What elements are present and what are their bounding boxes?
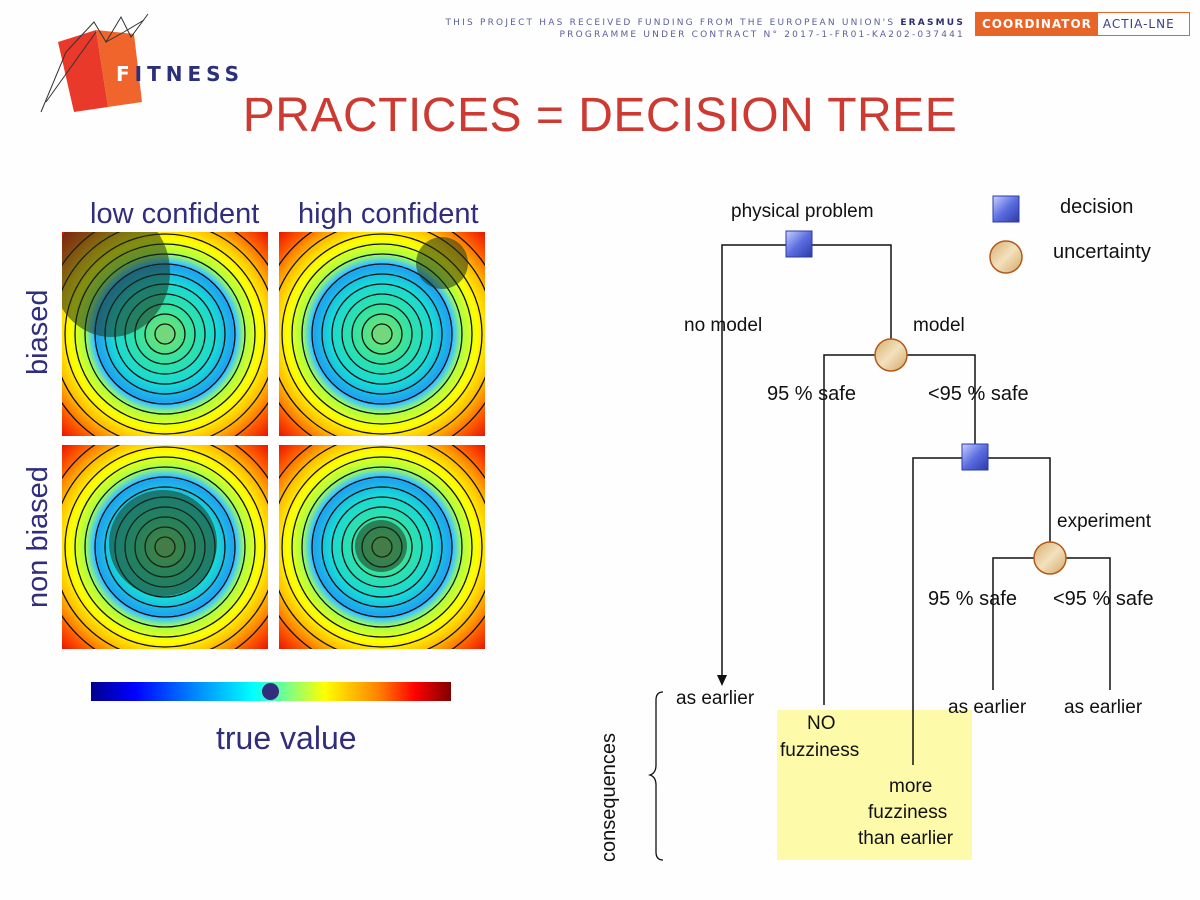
logo-text: FITNESS bbox=[116, 62, 244, 86]
highlight-box bbox=[777, 710, 972, 860]
legend-uncertainty-label: uncertainty bbox=[1053, 241, 1151, 263]
heatmap-nonbiased-low bbox=[62, 445, 268, 649]
uncertainty-blob bbox=[416, 237, 468, 289]
funding-notice: THIS PROJECT HAS RECEIVED FUNDING FROM T… bbox=[445, 17, 965, 41]
heatmap-biased-high bbox=[279, 232, 485, 436]
outcome-as-earlier-1: as earlier bbox=[676, 688, 755, 709]
col-label-low: low confident bbox=[90, 198, 260, 230]
heatmap-biased-low bbox=[62, 232, 268, 436]
branch-no-model: no model bbox=[684, 315, 763, 336]
funding-line2: PROGRAMME UNDER CONTRACT N° 2017-1-FR01-… bbox=[559, 30, 965, 40]
branch-experiment: experiment bbox=[1057, 511, 1151, 532]
coordinator-value: ACTIA-LNE bbox=[1102, 17, 1175, 31]
branch-95-safe-a: 95 % safe bbox=[767, 383, 856, 405]
coordinator-label: COORDINATOR bbox=[976, 13, 1098, 35]
outcome-no-fuzziness-2: fuzziness bbox=[780, 740, 860, 761]
true-value-marker bbox=[262, 683, 279, 700]
funding-line1: THIS PROJECT HAS RECEIVED FUNDING FROM T… bbox=[445, 18, 896, 28]
colorbar-label: true value bbox=[216, 720, 357, 756]
branch-lt95-safe-b: <95 % safe bbox=[1053, 588, 1154, 610]
funding-erasmus: ERASMUS bbox=[900, 18, 965, 28]
branch-lt95-safe-a: <95 % safe bbox=[928, 383, 1029, 405]
uncertainty-blob bbox=[355, 520, 407, 572]
page-title: PRACTICES = DECISION TREE bbox=[242, 89, 958, 142]
logo-letter-f: F bbox=[116, 62, 135, 86]
uncertainty-blob bbox=[109, 490, 217, 596]
fitness-logo-icon bbox=[40, 13, 149, 113]
coordinator-badge: COORDINATOR ACTIA-LNE bbox=[975, 12, 1190, 36]
outcome-more-fuzziness-1: more bbox=[889, 776, 933, 797]
consequences-label: consequences bbox=[598, 733, 620, 862]
outcome-as-earlier-2: as earlier bbox=[948, 697, 1027, 718]
logo-rest: ITNESS bbox=[134, 62, 245, 86]
branch-95-safe-b: 95 % safe bbox=[928, 588, 1017, 610]
outcome-no-fuzziness-1: NO bbox=[807, 713, 836, 734]
root-label: physical problem bbox=[731, 201, 874, 222]
branch-model: model bbox=[913, 315, 965, 336]
outcome-as-earlier-3: as earlier bbox=[1064, 697, 1143, 718]
col-label-high: high confident bbox=[298, 198, 479, 230]
outcome-more-fuzziness-3: than earlier bbox=[858, 828, 954, 849]
legend-decision-label: decision bbox=[1060, 196, 1134, 218]
heatmap-nonbiased-high bbox=[279, 445, 485, 649]
outcome-more-fuzziness-2: fuzziness bbox=[868, 802, 948, 823]
